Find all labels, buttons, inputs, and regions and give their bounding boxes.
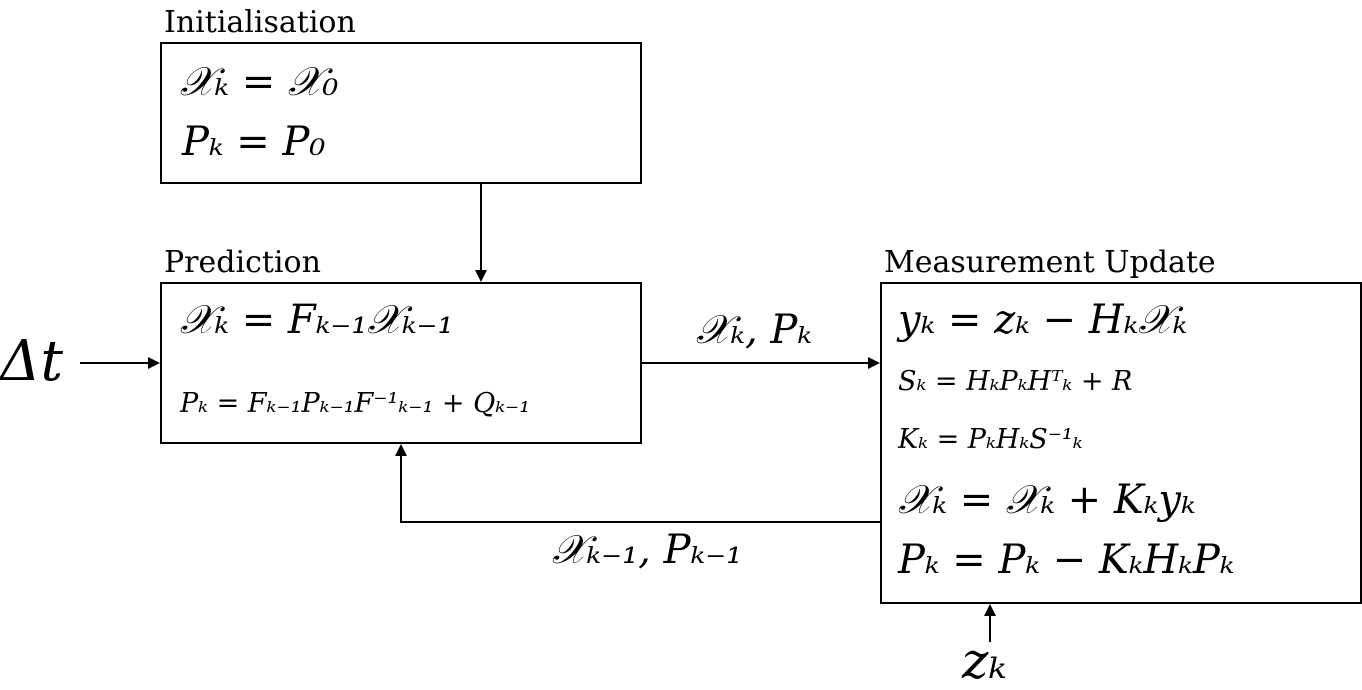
- zk-input-label: zₖ: [962, 632, 1007, 690]
- init-covariance-equation: Pₖ = P₀: [182, 119, 326, 165]
- measurement-update-box: [880, 282, 1362, 604]
- state-update-equation: 𝒳ₖ = 𝒳ₖ + Kₖyₖ: [898, 477, 1196, 523]
- kalman-gain-equation: Kₖ = PₖHₖS⁻¹ₖ: [898, 424, 1083, 455]
- covariance-update-equation: Pₖ = Pₖ − KₖHₖPₖ: [898, 537, 1235, 583]
- prediction-state-equation: 𝒳ₖ = Fₖ₋₁𝒳ₖ₋₁: [180, 297, 454, 343]
- prediction-box: [160, 282, 642, 444]
- init-state-equation: 𝒳ₖ = 𝒳₀: [180, 59, 339, 105]
- measurement-update-title: Measurement Update: [884, 245, 1216, 280]
- innovation-equation: yₖ = zₖ − Hₖ𝒳ₖ: [898, 297, 1188, 343]
- edge-label-update-to-prediction: 𝒳ₖ₋₁, Pₖ₋₁: [552, 527, 743, 573]
- edge-label-prediction-to-update: 𝒳ₖ, Pₖ: [696, 307, 812, 353]
- prediction-title: Prediction: [164, 245, 321, 280]
- prediction-covariance-equation: Pₖ = Fₖ₋₁Pₖ₋₁F⁻¹ₖ₋₁ + Qₖ₋₁: [180, 388, 531, 419]
- arrow-update-to-prediction: [395, 444, 880, 523]
- delta-t-input-label: Δt: [0, 329, 63, 394]
- initialisation-title: Initialisation: [164, 5, 356, 40]
- initialisation-box: [160, 42, 642, 184]
- innovation-covariance-equation: Sₖ = HₖPₖHᵀₖ + R: [898, 366, 1133, 397]
